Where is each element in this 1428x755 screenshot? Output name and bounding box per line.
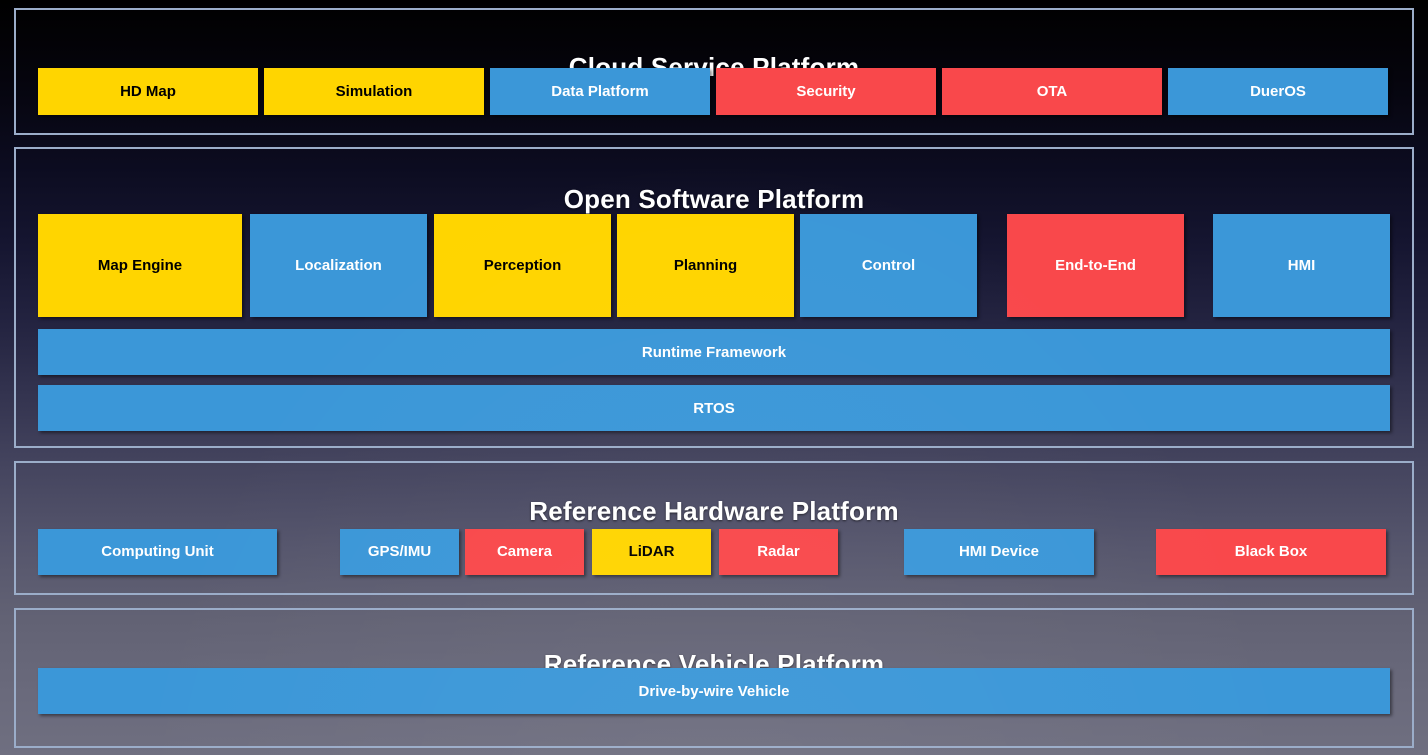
module-drive-by-wire-vehicle[interactable]: Drive-by-wire Vehicle [38, 668, 1390, 714]
module-gps-imu[interactable]: GPS/IMU [340, 529, 459, 575]
module-control[interactable]: Control [800, 214, 977, 317]
module-label: DuerOS [1250, 82, 1306, 100]
module-label: Localization [295, 256, 382, 274]
module-label: Drive-by-wire Vehicle [638, 682, 790, 700]
module-hmi[interactable]: HMI [1213, 214, 1390, 317]
module-security[interactable]: Security [716, 68, 936, 115]
module-radar[interactable]: Radar [719, 529, 838, 575]
module-simulation[interactable]: Simulation [264, 68, 484, 115]
module-label: Planning [673, 256, 738, 274]
module-dueros[interactable]: DuerOS [1168, 68, 1388, 115]
layer-title-reference-hardware-platform: Reference Hardware Platform [529, 495, 899, 526]
module-label: Black Box [1234, 543, 1308, 561]
module-planning[interactable]: Planning [617, 214, 794, 317]
module-perception[interactable]: Perception [434, 214, 611, 317]
module-label: HMI [1287, 256, 1316, 274]
module-end-to-end[interactable]: End-to-End [1007, 214, 1184, 317]
module-localization[interactable]: Localization [250, 214, 427, 317]
module-computing-unit[interactable]: Computing Unit [38, 529, 277, 575]
module-label: Map Engine [97, 256, 183, 274]
module-label: Control [861, 256, 916, 274]
layer-cloud-service-platform: Cloud Service Platform HD Map Simulation… [14, 8, 1414, 135]
module-hmi-device[interactable]: HMI Device [904, 529, 1094, 575]
module-camera[interactable]: Camera [465, 529, 584, 575]
module-label: GPS/IMU [367, 543, 432, 561]
module-label: LiDAR [628, 543, 675, 561]
module-map-engine[interactable]: Map Engine [38, 214, 242, 317]
module-label: Computing Unit [101, 543, 214, 561]
module-rtos[interactable]: RTOS [38, 385, 1390, 431]
module-label: Runtime Framework [641, 343, 787, 361]
module-hd-map[interactable]: HD Map [38, 68, 258, 115]
module-label: RTOS [693, 399, 735, 417]
module-label: Perception [483, 256, 562, 274]
module-ota[interactable]: OTA [942, 68, 1162, 115]
module-label: Simulation [335, 82, 413, 100]
module-label: Data Platform [551, 82, 649, 100]
module-data-platform[interactable]: Data Platform [490, 68, 710, 115]
module-runtime-framework[interactable]: Runtime Framework [38, 329, 1390, 375]
layer-reference-hardware-platform: Reference Hardware Platform Computing Un… [14, 461, 1414, 595]
module-label: End-to-End [1055, 256, 1136, 274]
module-label: Radar [757, 543, 800, 561]
module-label: HMI Device [958, 543, 1040, 561]
module-label: OTA [1036, 82, 1068, 100]
module-label: HD Map [120, 82, 176, 100]
layer-title-open-software-platform: Open Software Platform [563, 183, 865, 214]
module-label: Security [796, 82, 856, 100]
layer-open-software-platform: Open Software Platform Map Engine Locali… [14, 147, 1414, 448]
module-lidar[interactable]: LiDAR [592, 529, 711, 575]
module-label: Camera [496, 543, 553, 561]
module-black-box[interactable]: Black Box [1156, 529, 1386, 575]
layer-reference-vehicle-platform: Reference Vehicle Platform Drive-by-wire… [14, 608, 1414, 748]
